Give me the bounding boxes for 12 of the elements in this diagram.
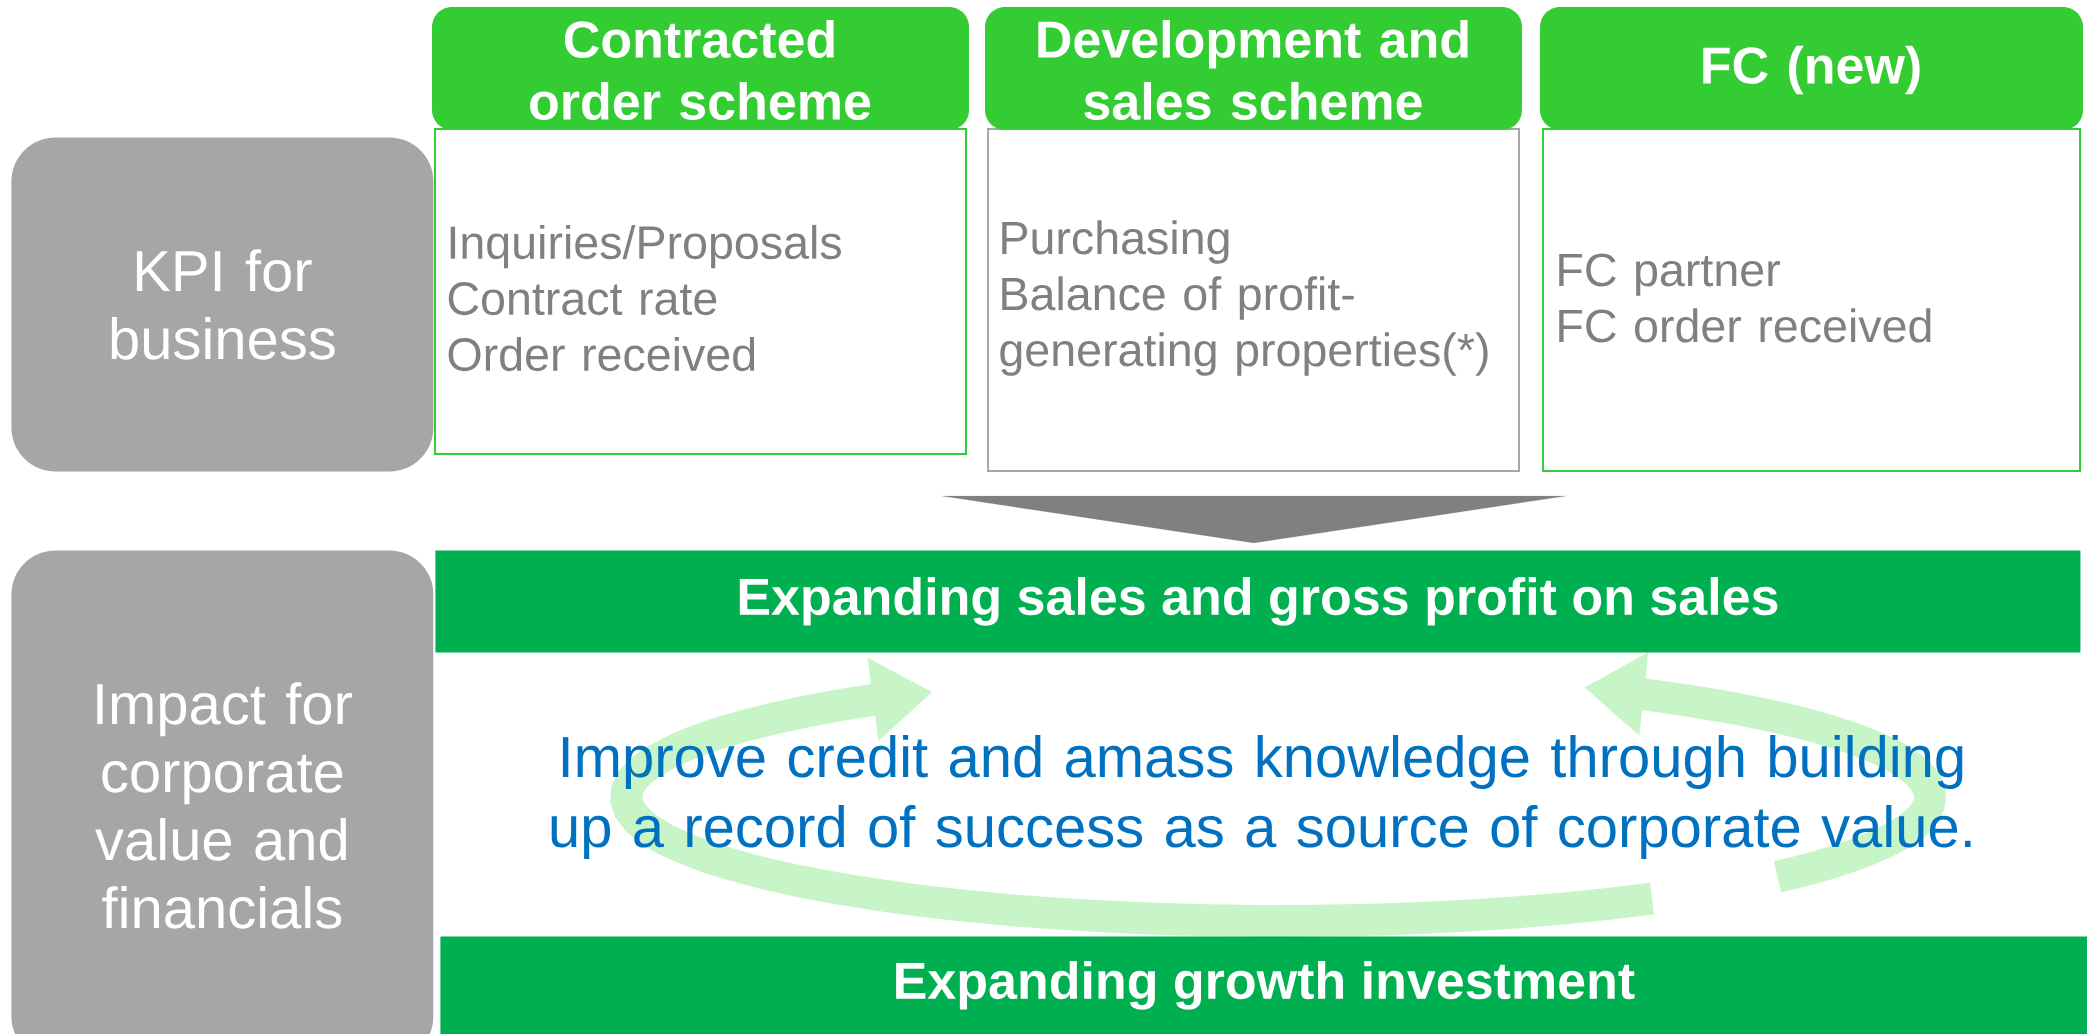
result-band: Expanding sales and gross profit on sales (435, 550, 2081, 653)
kpi-column: Contracted order scheme Inquiries/Proposals Contract rate Order received (432, 7, 969, 455)
kpi-column: Development and sales scheme Purchasing Balance of profit-generating properties(*) (985, 7, 1522, 472)
node-label: Contracted order scheme (530, 19, 871, 121)
statement-text: Improve credit and amass knowledge through building up a record of success as a source of corporate value. (551, 734, 1971, 860)
category-box: Impact for corporate value and financials (11, 550, 434, 1034)
category-box: KPI for business (11, 137, 434, 472)
kpi-column: FC (new) FC partner FC order received (1540, 7, 2083, 472)
result-band: Expanding growth investment (440, 936, 2087, 1034)
chevron-arrow (942, 495, 1566, 543)
node-label: FC (new) (1703, 45, 1920, 95)
node-label: Development and sales scheme (1038, 19, 1468, 121)
